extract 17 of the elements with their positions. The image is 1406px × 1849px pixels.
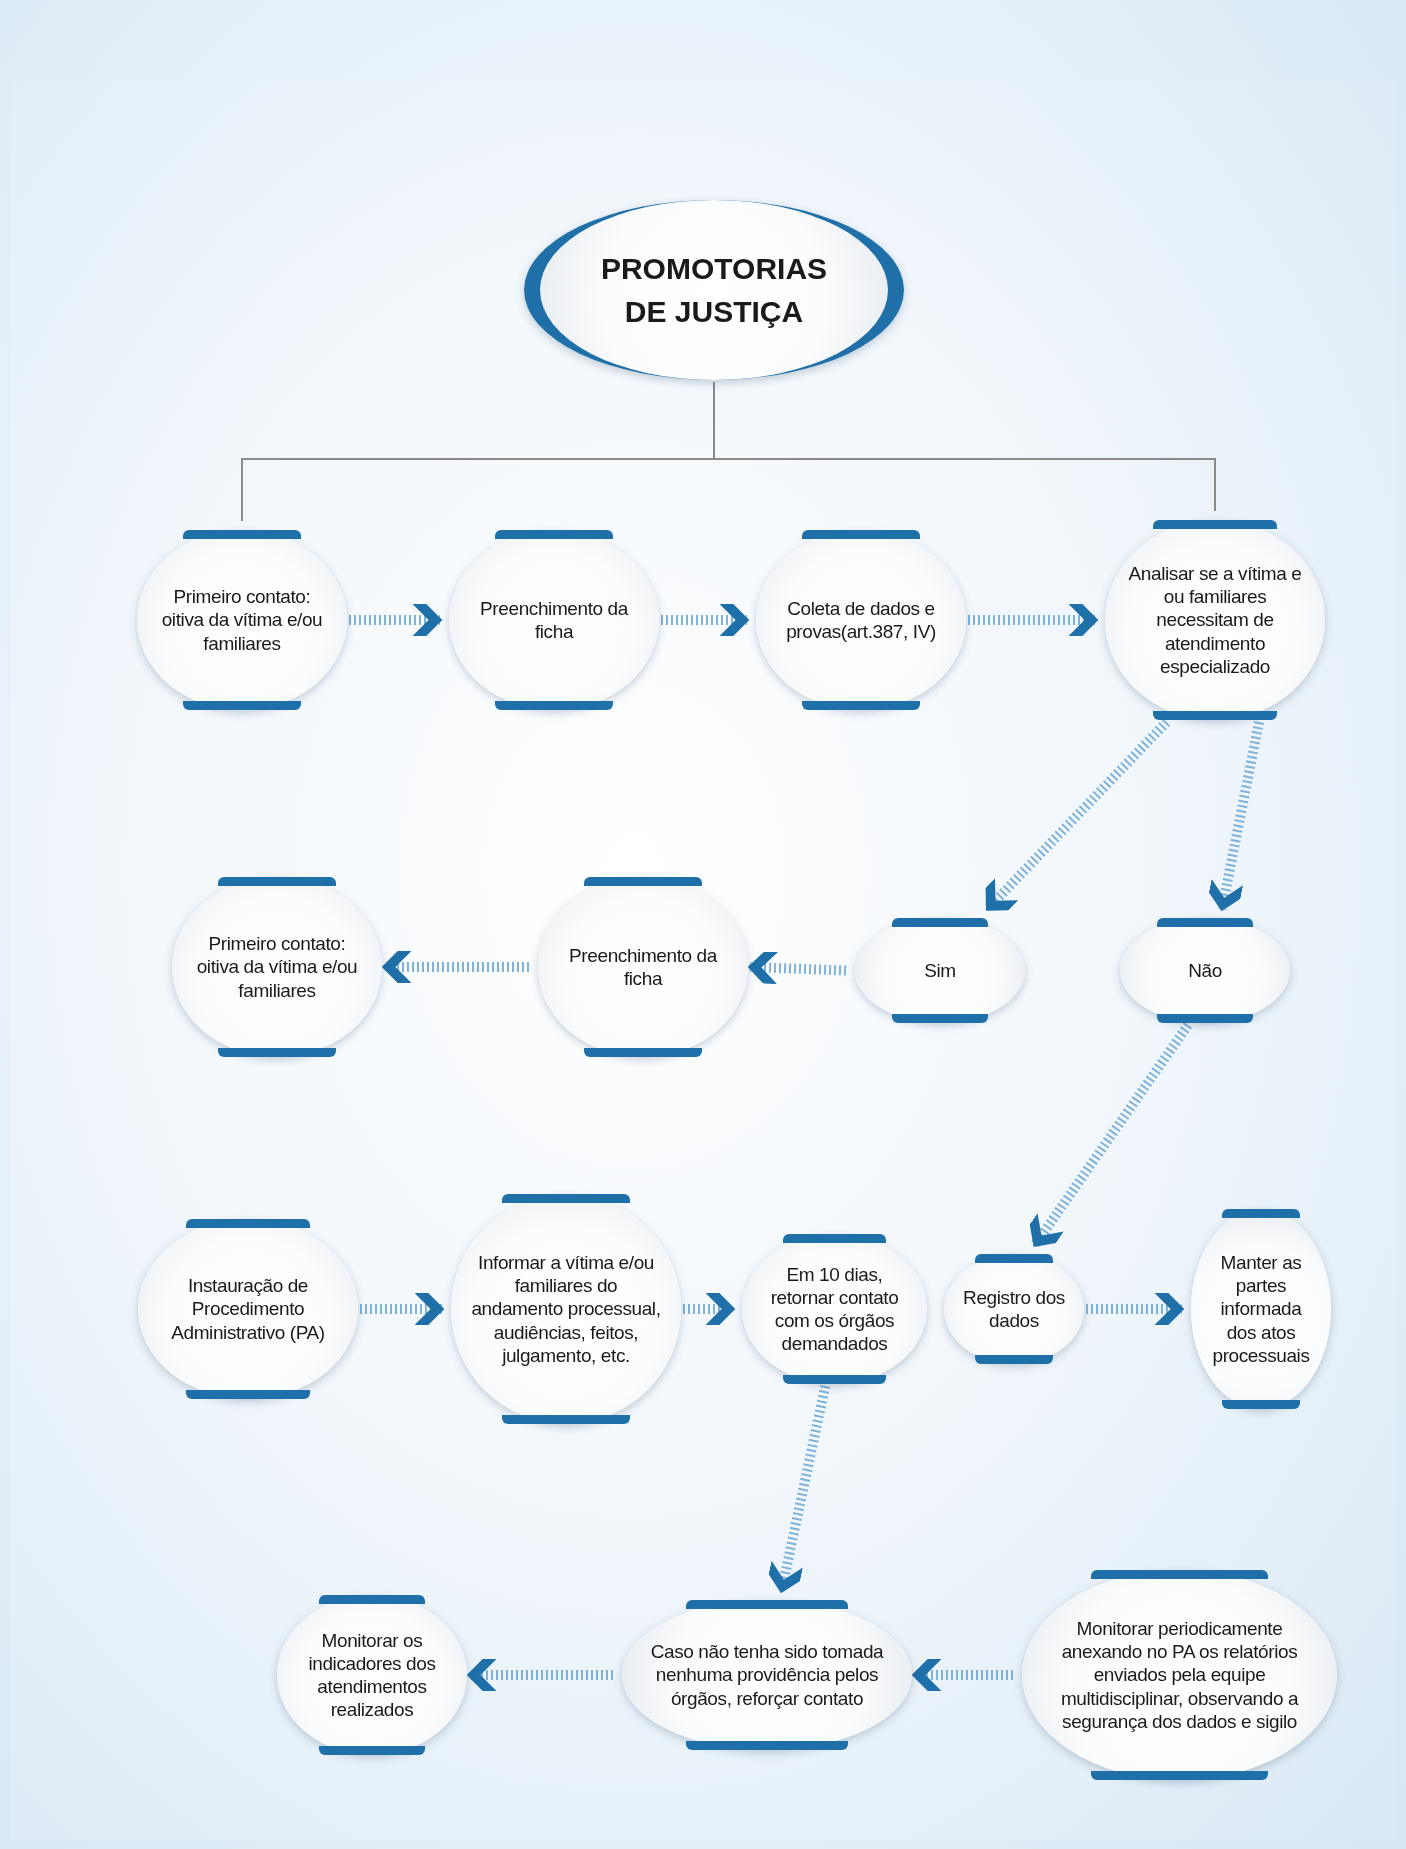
step-text: Não — [1188, 958, 1222, 983]
step-text: Monitorar periodicamente anexando no PA os relatórios enviados pela equipe multidisciplinar, observando a segurança dos dados e sigilo — [1059, 1617, 1300, 1733]
title-text: PROMOTORIAS DE JUSTIÇA — [599, 250, 829, 330]
step-text: Caso não tenha sido tomada nenhuma providência pelos órgãos, reforçar contato — [649, 1640, 885, 1710]
step-text: Preenchimento da ficha — [568, 943, 719, 991]
step-text: Instauração de Procedimento Administrativo (PA) — [170, 1274, 326, 1344]
step-text: Preenchimento da ficha — [479, 596, 630, 644]
step-text: Em 10 dias, retornar contato com os órgãos demandados — [769, 1262, 900, 1356]
step-text: Registro dos dados — [962, 1285, 1066, 1333]
step-text: Primeiro contato: oitiva da vítima e/ou familiares — [160, 585, 324, 655]
step-text: Primeiro contato: oitiva da vítima e/ou familiares — [195, 932, 359, 1002]
step-text: Coleta de dados e provas(art.387, IV) — [785, 596, 937, 644]
step-text: Analisar se a vítima e ou familiares necessitam de atendimento especializado — [1127, 562, 1303, 678]
step-text: Monitorar os indicadores dos atendimentos realizados — [307, 1628, 437, 1722]
step-text: Manter as partes informada dos atos processuais — [1211, 1251, 1311, 1367]
step-text: Sim — [924, 958, 956, 983]
step-text: Informar a vítima e/ou familiares do andamento processual, audiências, feitos, julgamento, etc. — [470, 1251, 662, 1367]
